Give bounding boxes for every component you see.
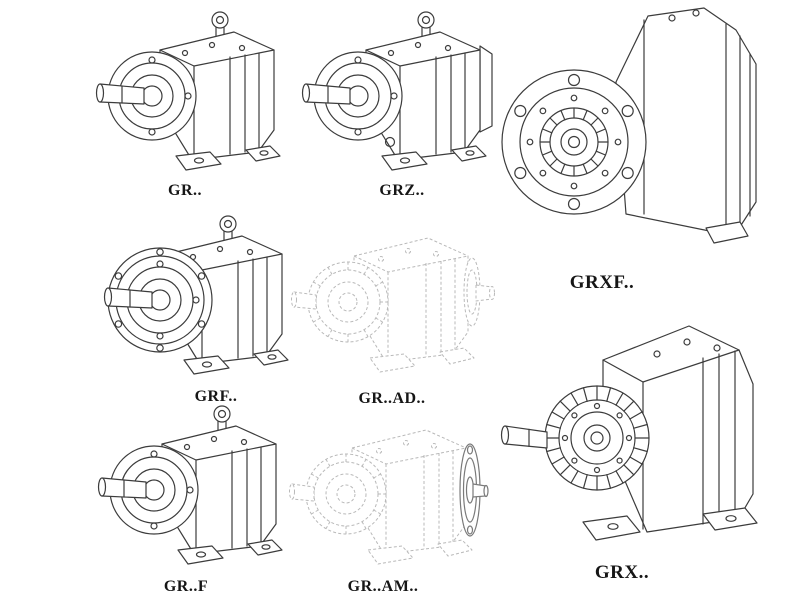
figure-gr-f (90, 398, 290, 568)
figure-grx (497, 296, 787, 546)
gr-am-drawing (289, 429, 489, 565)
figure-grf (96, 208, 296, 378)
figure-label-grxf: GRXF.. (569, 272, 635, 293)
figure-grxf (496, 2, 778, 250)
grz-drawing (294, 4, 493, 174)
figure-label-gr: GR.. (168, 182, 202, 199)
grf-drawing (103, 215, 289, 375)
figure-label-gr-f: GR..F (163, 578, 209, 595)
figure-gr-ad (286, 208, 498, 378)
gr-drawing (88, 4, 288, 174)
figure-gr (88, 4, 288, 174)
figure-label-grf: GRF.. (194, 388, 238, 405)
gr-ad-drawing (291, 237, 495, 373)
grxf-drawing (501, 7, 757, 244)
figure-gr-am (284, 400, 496, 570)
gr-f-drawing (90, 398, 290, 568)
figure-grz (294, 4, 494, 174)
figure-label-grz: GRZ.. (379, 182, 425, 199)
figure-label-gr-am: GR..AM.. (347, 578, 419, 595)
figure-label-grx: GRX.. (594, 562, 650, 583)
figure-label-gr-ad: GR..AD.. (358, 390, 426, 407)
grx-drawing (500, 325, 758, 541)
